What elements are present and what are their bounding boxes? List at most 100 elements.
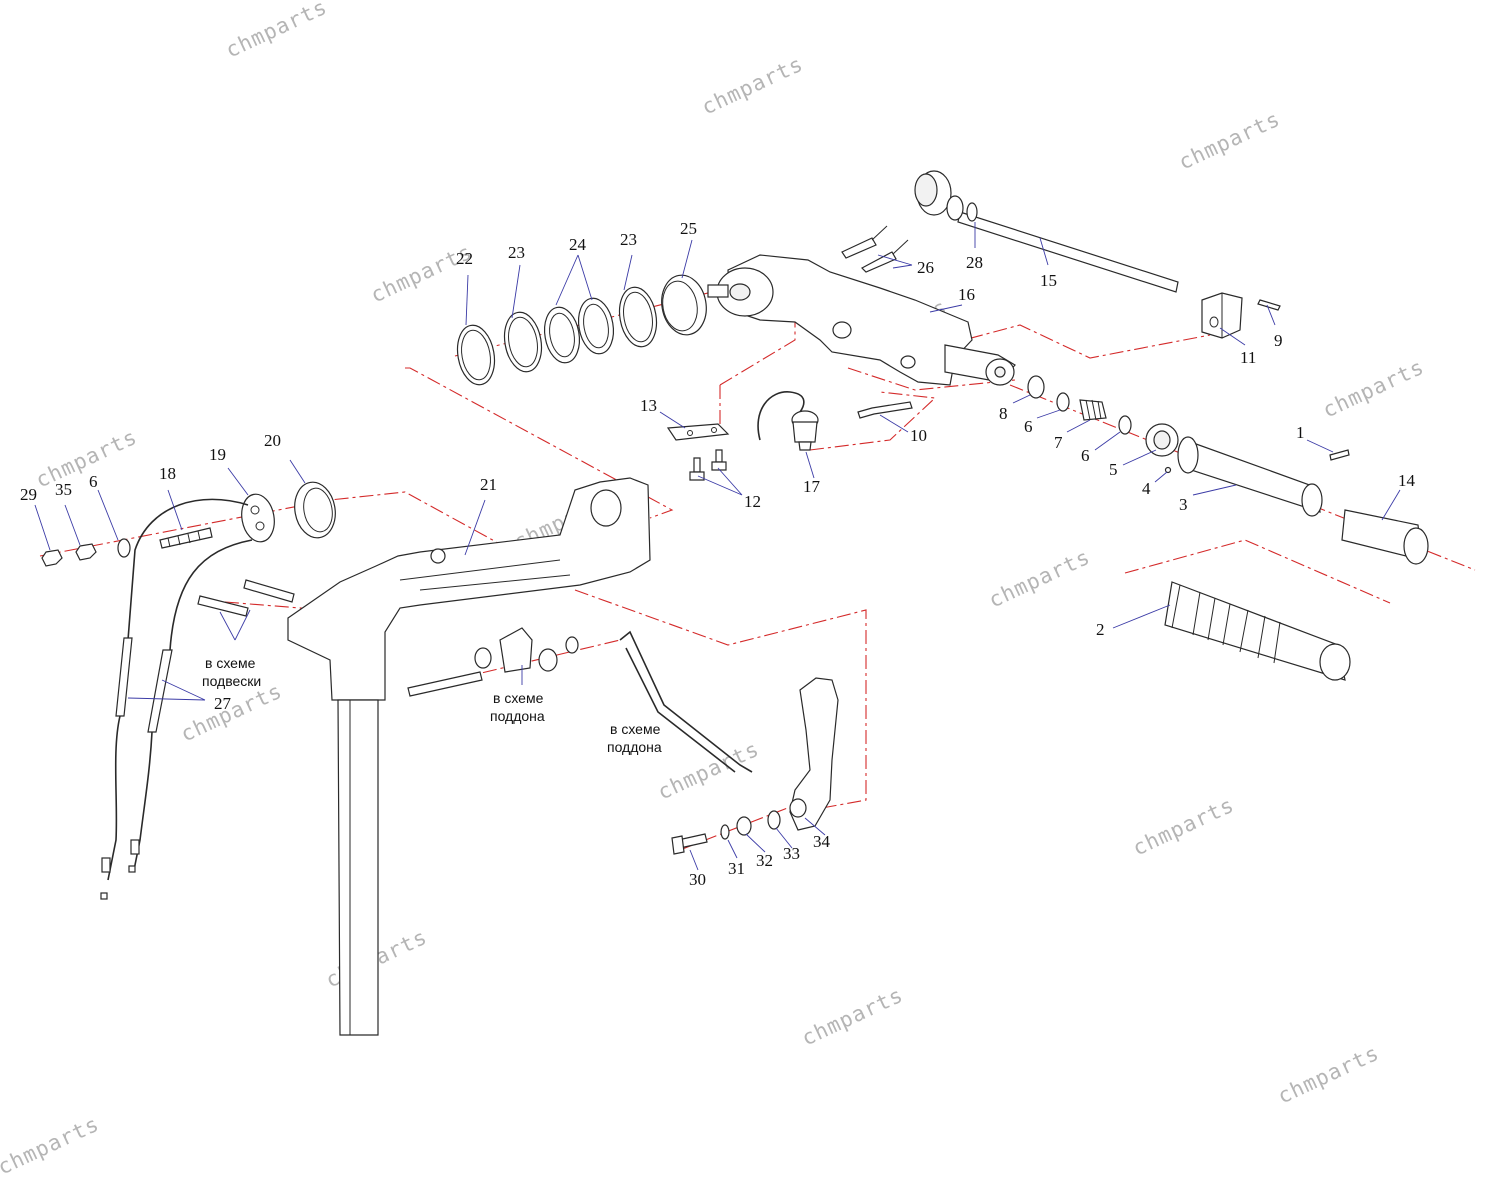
part-24-spring-washer	[577, 297, 615, 355]
callout-6: 6	[89, 472, 98, 491]
callout-8: 8	[999, 404, 1008, 423]
watermark: chmparts	[798, 983, 907, 1051]
callout-32: 32	[756, 851, 773, 870]
leader-lines	[34, 222, 1401, 871]
part-10-screw	[857, 401, 913, 419]
watermarks: chmparts chmparts chmparts chmparts chmp…	[0, 0, 1428, 1180]
note-tray-right-line2: поддона	[607, 739, 662, 755]
part-33-clip	[767, 810, 781, 830]
callout-14: 14	[1398, 471, 1416, 490]
callout-26: 26	[917, 258, 934, 277]
callouts: 1 2 3 4 5 6 6 6 7 8 9 10 11 12 13 14 15 …	[20, 219, 1416, 889]
callout-25: 25	[680, 219, 697, 238]
part-23-ring	[503, 311, 543, 373]
watermark: chmparts	[1274, 1041, 1383, 1109]
part-21-bracket	[287, 477, 651, 1036]
callout-19: 19	[209, 445, 226, 464]
part-35-nut	[75, 543, 97, 561]
callout-21: 21	[480, 475, 497, 494]
part-2-grip-cover	[1164, 581, 1351, 681]
callout-9: 9	[1274, 331, 1283, 350]
part-14-cap	[1341, 509, 1429, 565]
note-suspension-line2: подвески	[202, 673, 261, 689]
part-28-o-ring	[966, 202, 978, 222]
part-27-cables	[100, 498, 253, 900]
part-12-screws	[689, 449, 727, 481]
part-18-stud	[159, 527, 213, 549]
callout-23: 23	[508, 243, 525, 262]
callout-23: 23	[620, 230, 637, 249]
callout-1: 1	[1296, 423, 1305, 442]
part-6-washer	[1056, 392, 1070, 412]
part-5-housing	[1145, 423, 1179, 457]
callout-22: 22	[456, 249, 473, 268]
suspension-studs	[197, 579, 295, 617]
part-9-pin	[1257, 299, 1281, 311]
part-25-bushing	[661, 274, 707, 336]
callout-6: 6	[1024, 417, 1033, 436]
watermark: chmparts	[32, 425, 141, 493]
callout-24: 24	[569, 235, 587, 254]
callout-16: 16	[958, 285, 975, 304]
note-tray-left-line1: в схеме	[493, 690, 544, 706]
callout-13: 13	[640, 396, 657, 415]
part-13-plate	[666, 423, 730, 441]
shift-link-rod	[619, 630, 753, 773]
part-32-bushing	[736, 816, 752, 836]
part-8-bushing	[1027, 375, 1045, 399]
part-6-washer	[117, 538, 131, 558]
part-16-tiller-bracket	[707, 254, 1016, 386]
part-7-spring	[1079, 399, 1107, 421]
watermark: chmparts	[654, 737, 763, 805]
callout-34: 34	[813, 832, 831, 851]
part-26-screws	[841, 225, 909, 273]
part-11-block	[1201, 292, 1243, 339]
part-17-stop-switch	[757, 391, 819, 451]
part-3-throttle-grip	[1177, 436, 1323, 517]
part-30-bolt	[671, 833, 708, 855]
callout-31: 31	[728, 859, 745, 878]
part-22-ring	[456, 324, 496, 386]
part-6-washer	[1118, 415, 1132, 435]
callout-30: 30	[689, 870, 706, 889]
part-23-ring	[618, 286, 658, 348]
watermark: chmparts	[0, 1112, 103, 1180]
callout-3: 3	[1179, 495, 1188, 514]
part-31-washer	[720, 824, 730, 840]
centerlines	[39, 289, 1476, 851]
note-tray-right-line1: в схеме	[610, 721, 661, 737]
notes: в схеме подвески в схеме поддона в схеме…	[202, 655, 662, 755]
watermark: chmparts	[985, 545, 1094, 613]
callout-11: 11	[1240, 348, 1256, 367]
part-20-ring	[294, 481, 336, 539]
part-1-screw	[1329, 449, 1350, 461]
part-34-shift-lever	[789, 677, 839, 831]
part-4-ball	[1164, 466, 1172, 474]
callout-17: 17	[803, 477, 821, 496]
watermark: chmparts	[1319, 355, 1428, 423]
part-15-shift-rod	[914, 170, 1179, 293]
callout-6: 6	[1081, 446, 1090, 465]
note-suspension-line1: в схеме	[205, 655, 256, 671]
part-19-cable-plate	[241, 493, 275, 543]
callout-33: 33	[783, 844, 800, 863]
callout-29: 29	[20, 485, 37, 504]
watermark: chmparts	[1175, 107, 1284, 175]
callout-10: 10	[910, 426, 927, 445]
callout-20: 20	[264, 431, 281, 450]
callout-7: 7	[1054, 433, 1063, 452]
callout-18: 18	[159, 464, 176, 483]
tray-shift-shaft	[407, 627, 579, 697]
callout-4: 4	[1142, 479, 1151, 498]
watermark: chmparts	[1129, 793, 1238, 861]
callout-35: 35	[55, 480, 72, 499]
watermark: chmparts	[222, 0, 331, 63]
callout-2: 2	[1096, 620, 1105, 639]
note-tray-left-line2: поддона	[490, 708, 545, 724]
watermark: chmparts	[698, 52, 807, 120]
part-29-nut	[41, 549, 63, 567]
part-24-spring-washer	[543, 306, 581, 364]
callout-28: 28	[966, 253, 983, 272]
callout-5: 5	[1109, 460, 1118, 479]
